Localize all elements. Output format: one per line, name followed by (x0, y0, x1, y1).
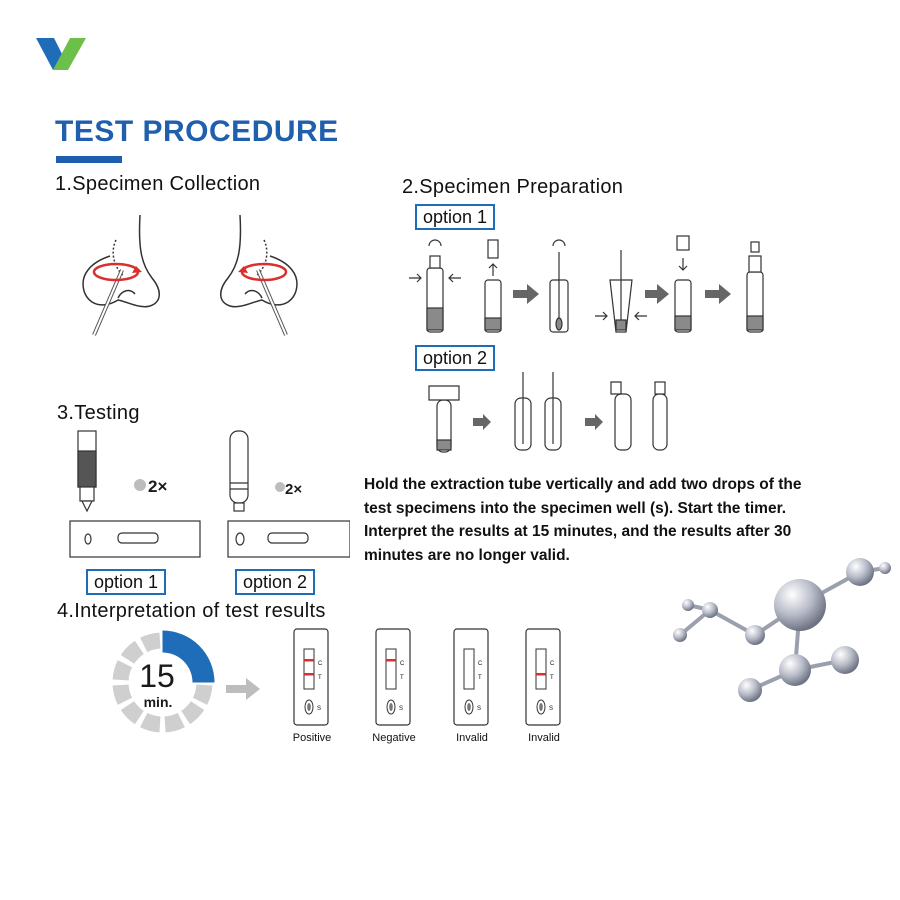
svg-text:S: S (549, 706, 553, 712)
result-cassette: C T S Invalid (440, 625, 504, 750)
test-option-2-label: option 2 (235, 569, 316, 595)
test-option-1-label: option 1 (86, 569, 167, 595)
step4-heading: 4.Interpretation of test results (57, 600, 326, 622)
drops-count-b: 2× (285, 481, 303, 498)
instruction-line: Hold the extraction tube vertically and … (364, 476, 802, 493)
result-cassette: C T S Positive (280, 625, 344, 750)
svg-text:S: S (477, 706, 481, 712)
timer-dial (112, 630, 215, 733)
cassette-icon: C T S (293, 628, 329, 726)
instructions-paragraph: Hold the extraction tube vertically and … (364, 473, 854, 567)
dial-segment (192, 684, 213, 705)
dial-segment (140, 632, 161, 653)
molecule-decoration (673, 558, 891, 702)
svg-text:S: S (317, 706, 321, 712)
svg-text:T: T (478, 675, 482, 681)
svg-text:C: C (478, 661, 483, 667)
testing-diagram (69, 430, 350, 558)
dial-segment (120, 700, 145, 725)
prep-option-2-diagram (428, 372, 668, 453)
instruction-line: test specimens into the specimen well (s… (364, 499, 787, 517)
instruction-line: Interpret the results at 15 minutes, and… (364, 523, 792, 540)
timer-unit: min. (143, 694, 173, 710)
right-arrow-icon (226, 678, 260, 700)
prep-option-1-diagram (409, 235, 764, 333)
svg-text:S: S (399, 706, 403, 712)
result-label: Negative (372, 732, 416, 744)
svg-text:C: C (318, 661, 323, 667)
drops-count-a: 2× (148, 477, 168, 496)
cassette-icon: C T S (453, 628, 489, 726)
result-label: Invalid (528, 732, 560, 744)
step3-heading: 3.Testing (57, 402, 140, 424)
result-cassette: C T S Invalid (512, 625, 576, 750)
cassette-icon: C T S (375, 628, 411, 726)
nasal-swab-illustration (82, 214, 298, 336)
step2-heading: 2.Specimen Preparation (402, 176, 624, 198)
result-cassette: C T S Negative (362, 625, 426, 750)
dial-segment (140, 712, 161, 733)
prep-option-2-label: option 2 (415, 345, 496, 371)
svg-text:T: T (318, 675, 322, 681)
page-title: TEST PROCEDURE (55, 115, 339, 148)
cassette-icon: C T S (525, 628, 561, 726)
prep-option-1-label: option 1 (415, 204, 496, 230)
svg-text:C: C (400, 661, 405, 667)
title-underline (56, 156, 122, 163)
dial-segment (180, 700, 205, 725)
check-logo-icon (36, 38, 86, 70)
svg-text:T: T (550, 675, 554, 681)
svg-text:T: T (400, 675, 404, 681)
dial-segment (120, 640, 145, 665)
instruction-line: minutes are no longer valid. (364, 546, 570, 564)
dial-segment (112, 684, 133, 705)
result-label: Invalid (456, 732, 488, 744)
dial-segment (112, 660, 133, 681)
result-cassettes: C T S Positive C T S Negative (280, 625, 580, 750)
dial-segment (164, 712, 185, 733)
timer-progress-wedge (162, 630, 215, 683)
svg-text:C: C (550, 661, 555, 667)
result-label: Positive (292, 732, 332, 744)
timer-value: 15 (139, 658, 175, 694)
step1-heading: 1.Specimen Collection (55, 173, 261, 195)
